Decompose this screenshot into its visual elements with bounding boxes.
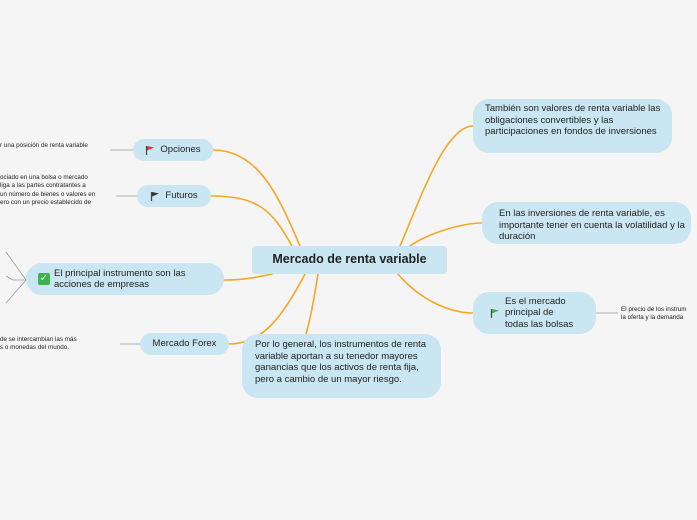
topic-futuros-label: Futuros — [165, 190, 198, 202]
branch-volatilidad — [409, 222, 483, 247]
branch-riesgo — [305, 273, 319, 335]
topic-convertibles-label: También son valores de renta variable la… — [485, 103, 661, 137]
topic-futuros[interactable]: Futuros — [137, 185, 211, 207]
topic-mercado-forex[interactable]: Mercado Forex — [140, 333, 229, 355]
dark-flag-icon — [151, 192, 160, 201]
leaf-futuros-line: ociado en una bolsa o mercado — [0, 174, 88, 181]
leaf-bolsas: El precio de los instrum la oferta y la … — [621, 306, 697, 323]
leaf-forex-line: de se intercambian las más — [0, 336, 77, 343]
branch-convertibles — [399, 125, 474, 247]
topic-opciones[interactable]: Opciones — [133, 139, 213, 161]
leaf-forex-line: s o monedas del mundo. — [0, 344, 69, 352]
leaf-opciones: r una posición de renta variable — [0, 142, 88, 150]
topic-opciones-label: Opciones — [160, 144, 201, 156]
leaf-fan-instrumento — [5, 251, 27, 304]
branch-bolsas — [397, 273, 474, 314]
leaf-forex: de se intercambian las más s o monedas d… — [0, 336, 77, 353]
leaf-futuros-line: un número de bienes o valores en — [0, 190, 96, 198]
leaf-opciones-text: r una posición de renta variable — [0, 142, 88, 149]
branch-forex — [228, 273, 306, 345]
leaf-bolsas-line: la oferta y la demanda — [621, 314, 684, 322]
green-flag-icon — [490, 309, 499, 318]
topic-instrumento[interactable]: ✓ El principal instrumento son las accio… — [26, 263, 224, 295]
central-topic-label: Mercado de renta variable — [272, 252, 427, 267]
leaf-futuros: ociado en una bolsa o mercado liga a las… — [0, 174, 95, 207]
branch-futuros — [210, 195, 293, 247]
topic-instrumento-label: El principal instrumento son las accione… — [54, 267, 186, 291]
leaf-futuros-line: ero con un precio establecido de — [0, 198, 92, 206]
central-topic[interactable]: Mercado de renta variable — [252, 246, 447, 274]
topic-mercado-forex-label: Mercado Forex — [152, 338, 217, 350]
topic-riesgo-label: Por lo general, los instrumentos de rent… — [255, 339, 427, 385]
topic-convertibles[interactable]: También son valores de renta variable la… — [473, 99, 672, 153]
leaf-futuros-line: liga a las partes contratantes a — [0, 182, 86, 190]
topic-bolsas-label: Es el mercado principal de todas las bol… — [505, 295, 574, 330]
red-flag-icon — [146, 146, 155, 155]
topic-riesgo[interactable]: Por lo general, los instrumentos de rent… — [242, 334, 441, 398]
branch-instrumento — [223, 273, 273, 281]
topic-bolsas[interactable]: Es el mercado principal de todas las bol… — [473, 292, 596, 334]
topic-volatilidad[interactable]: En las inversiones de renta variable, es… — [482, 202, 691, 244]
checkmark-icon: ✓ — [38, 273, 50, 285]
topic-volatilidad-label: En las inversiones de renta variable, es… — [499, 208, 685, 242]
branch-opciones — [212, 149, 301, 247]
leaf-bolsas-line: El precio de los instrum — [621, 306, 687, 313]
